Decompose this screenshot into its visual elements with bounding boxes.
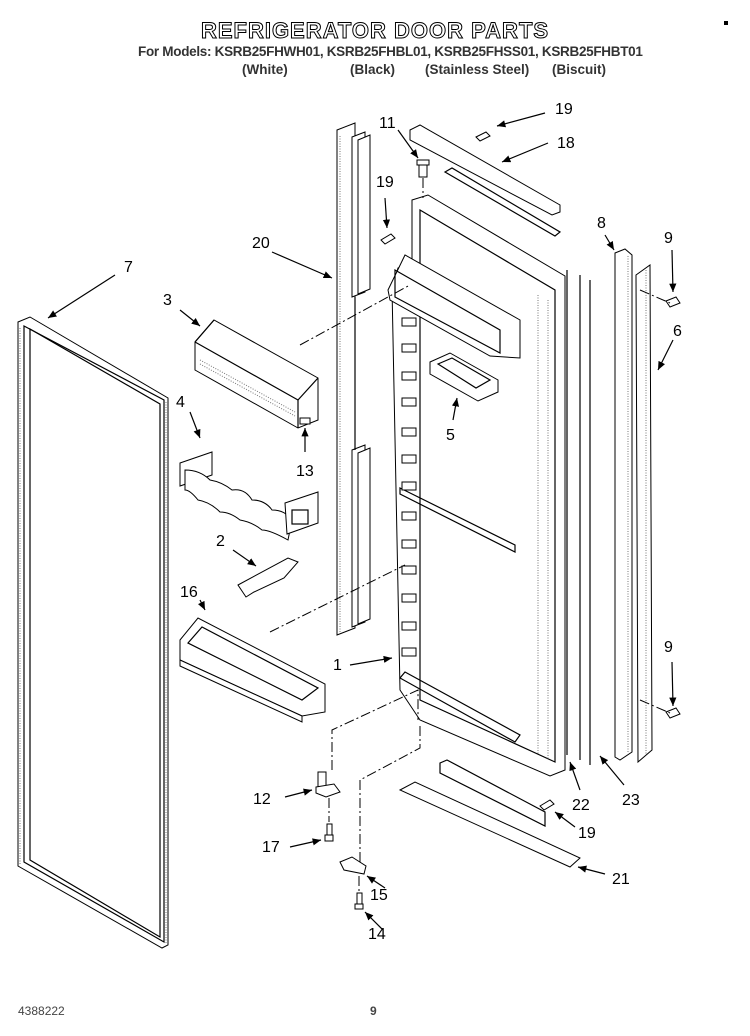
part-13-spring	[299, 417, 311, 425]
leader-arrows	[47, 112, 677, 931]
assembly-lines	[269, 178, 671, 892]
part-8-door-seal	[614, 248, 633, 761]
color-variant-black: (Black)	[350, 62, 396, 77]
part-19-screw-mid	[380, 233, 396, 245]
callout-21: 21	[612, 871, 630, 888]
callout-6: 6	[673, 323, 682, 340]
part-16-door-bin	[179, 617, 326, 723]
callout-23: 23	[622, 792, 640, 809]
callout-14: 14	[368, 926, 386, 943]
part-19-screw-bottom	[539, 799, 555, 811]
callout-17: 17	[262, 839, 280, 856]
page-number: 9	[370, 1004, 377, 1018]
part-20-handle-trim	[336, 122, 371, 636]
part-15-door-stop	[339, 856, 367, 875]
color-variant-stainless: (Stainless Steel)	[425, 62, 530, 77]
callout-2: 2	[216, 533, 225, 550]
color-variant-biscuit: (Biscuit)	[552, 62, 606, 77]
callout-13: 13	[296, 463, 314, 480]
callout-18: 18	[557, 135, 575, 152]
callout-12: 12	[253, 791, 271, 808]
part-2-clip	[237, 557, 299, 598]
callout-22: 22	[572, 797, 590, 814]
models-line: For Models: KSRB25FHWH01, KSRB25FHBL01, …	[138, 44, 643, 59]
part-18-top-cap	[409, 124, 562, 237]
callout-9-bottom: 9	[664, 639, 673, 656]
part-1-door-liner	[387, 194, 566, 777]
color-variant-white: (White)	[242, 62, 288, 77]
callout-4: 4	[176, 394, 185, 411]
callout-19-mid: 19	[376, 174, 394, 191]
callout-9-top: 9	[664, 230, 673, 247]
registration-mark	[724, 21, 728, 25]
callout-19-top: 19	[555, 101, 573, 118]
callout-labels: 7 3 4 2 16 13 20 11 19 19 18 8 9 6 5 1 9…	[124, 101, 682, 943]
callout-7: 7	[124, 259, 133, 276]
part-9-screw-bottom	[665, 707, 681, 719]
part-22-23-panels	[566, 270, 591, 765]
part-14-screw	[354, 892, 364, 910]
callout-5: 5	[446, 427, 455, 444]
part-5-butter-tray	[429, 352, 499, 402]
callout-15: 15	[370, 887, 388, 904]
part-6-trim	[635, 264, 653, 764]
part-7-door-gasket	[17, 316, 169, 949]
callout-16: 16	[180, 584, 198, 601]
part-9-screw-top	[665, 296, 681, 308]
part-21-bottom-cap	[398, 759, 581, 868]
part-3-dairy-door	[194, 319, 319, 429]
part-12-bottom-hinge	[315, 771, 341, 798]
callout-3: 3	[163, 292, 172, 309]
callout-19-bottom: 19	[578, 825, 596, 842]
callout-11: 11	[379, 115, 396, 132]
callout-8: 8	[597, 215, 606, 232]
part-4-egg-tray	[179, 451, 319, 541]
part-11-hinge-pin	[416, 159, 430, 178]
document-code: 4388222	[18, 1004, 65, 1018]
callout-1: 1	[333, 657, 342, 674]
liner-side-tabs	[401, 317, 417, 657]
page-title: REFRIGERATOR DOOR PARTS	[200, 18, 550, 44]
callout-20: 20	[252, 235, 270, 252]
part-19-screw-top	[475, 131, 491, 142]
part-17-screw	[324, 823, 334, 842]
